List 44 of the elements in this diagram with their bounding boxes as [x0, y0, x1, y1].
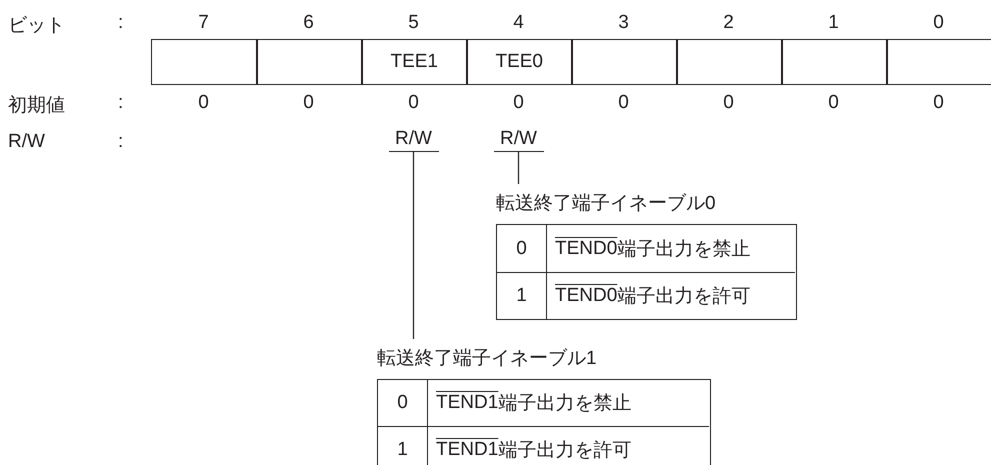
access-label: R/W	[388, 128, 438, 152]
description-cell: TEND1端子出力を許可	[428, 426, 709, 465]
initial-value: 0	[932, 92, 945, 114]
bit-number: 5	[407, 12, 420, 34]
register-bit-cell	[571, 39, 678, 85]
row-label: ビット	[8, 14, 65, 38]
row-label: 初期値	[8, 94, 65, 118]
register-bit-cell: TEE1	[361, 39, 468, 85]
table-heading: 転送終了端子イネーブル0	[496, 192, 716, 216]
bit-number: 3	[617, 12, 630, 34]
bit-number: 4	[512, 12, 525, 34]
description-cell: TEND0端子出力を許可	[547, 272, 795, 319]
description-cell: TEND1端子出力を禁止	[428, 380, 709, 426]
separator-colon: :	[118, 131, 124, 153]
initial-value: 0	[722, 92, 735, 114]
initial-value: 0	[407, 92, 420, 114]
initial-value: 0	[617, 92, 630, 114]
value-cell: 0	[497, 225, 547, 272]
bit-number: 2	[722, 12, 735, 34]
bit-number: 6	[302, 12, 315, 34]
separator-colon: :	[118, 12, 124, 34]
description-cell: TEND0端子出力を禁止	[547, 225, 795, 272]
register-bit-cell	[676, 39, 782, 85]
bit-number: 1	[827, 12, 840, 34]
row-label: R/W	[8, 131, 45, 153]
register-bit-cell	[256, 39, 362, 85]
initial-value: 0	[197, 92, 210, 114]
value-cell: 1	[378, 426, 428, 465]
initial-value: 0	[302, 92, 315, 114]
bit-number: 7	[197, 12, 210, 34]
leader-line	[412, 152, 414, 339]
bit-number: 0	[932, 12, 945, 34]
register-bit-cell	[886, 39, 991, 85]
initial-value: 0	[827, 92, 840, 114]
access-label: R/W	[494, 128, 544, 152]
initial-value: 0	[512, 92, 525, 114]
value-cell: 1	[497, 272, 547, 319]
register-bit-cell	[151, 39, 258, 85]
separator-colon: :	[118, 92, 124, 114]
table-heading: 転送終了端子イネーブル1	[377, 347, 597, 371]
leader-line	[518, 152, 520, 184]
register-bit-cell: TEE0	[466, 39, 572, 85]
value-cell: 0	[378, 380, 428, 426]
register-bit-cell	[781, 39, 888, 85]
